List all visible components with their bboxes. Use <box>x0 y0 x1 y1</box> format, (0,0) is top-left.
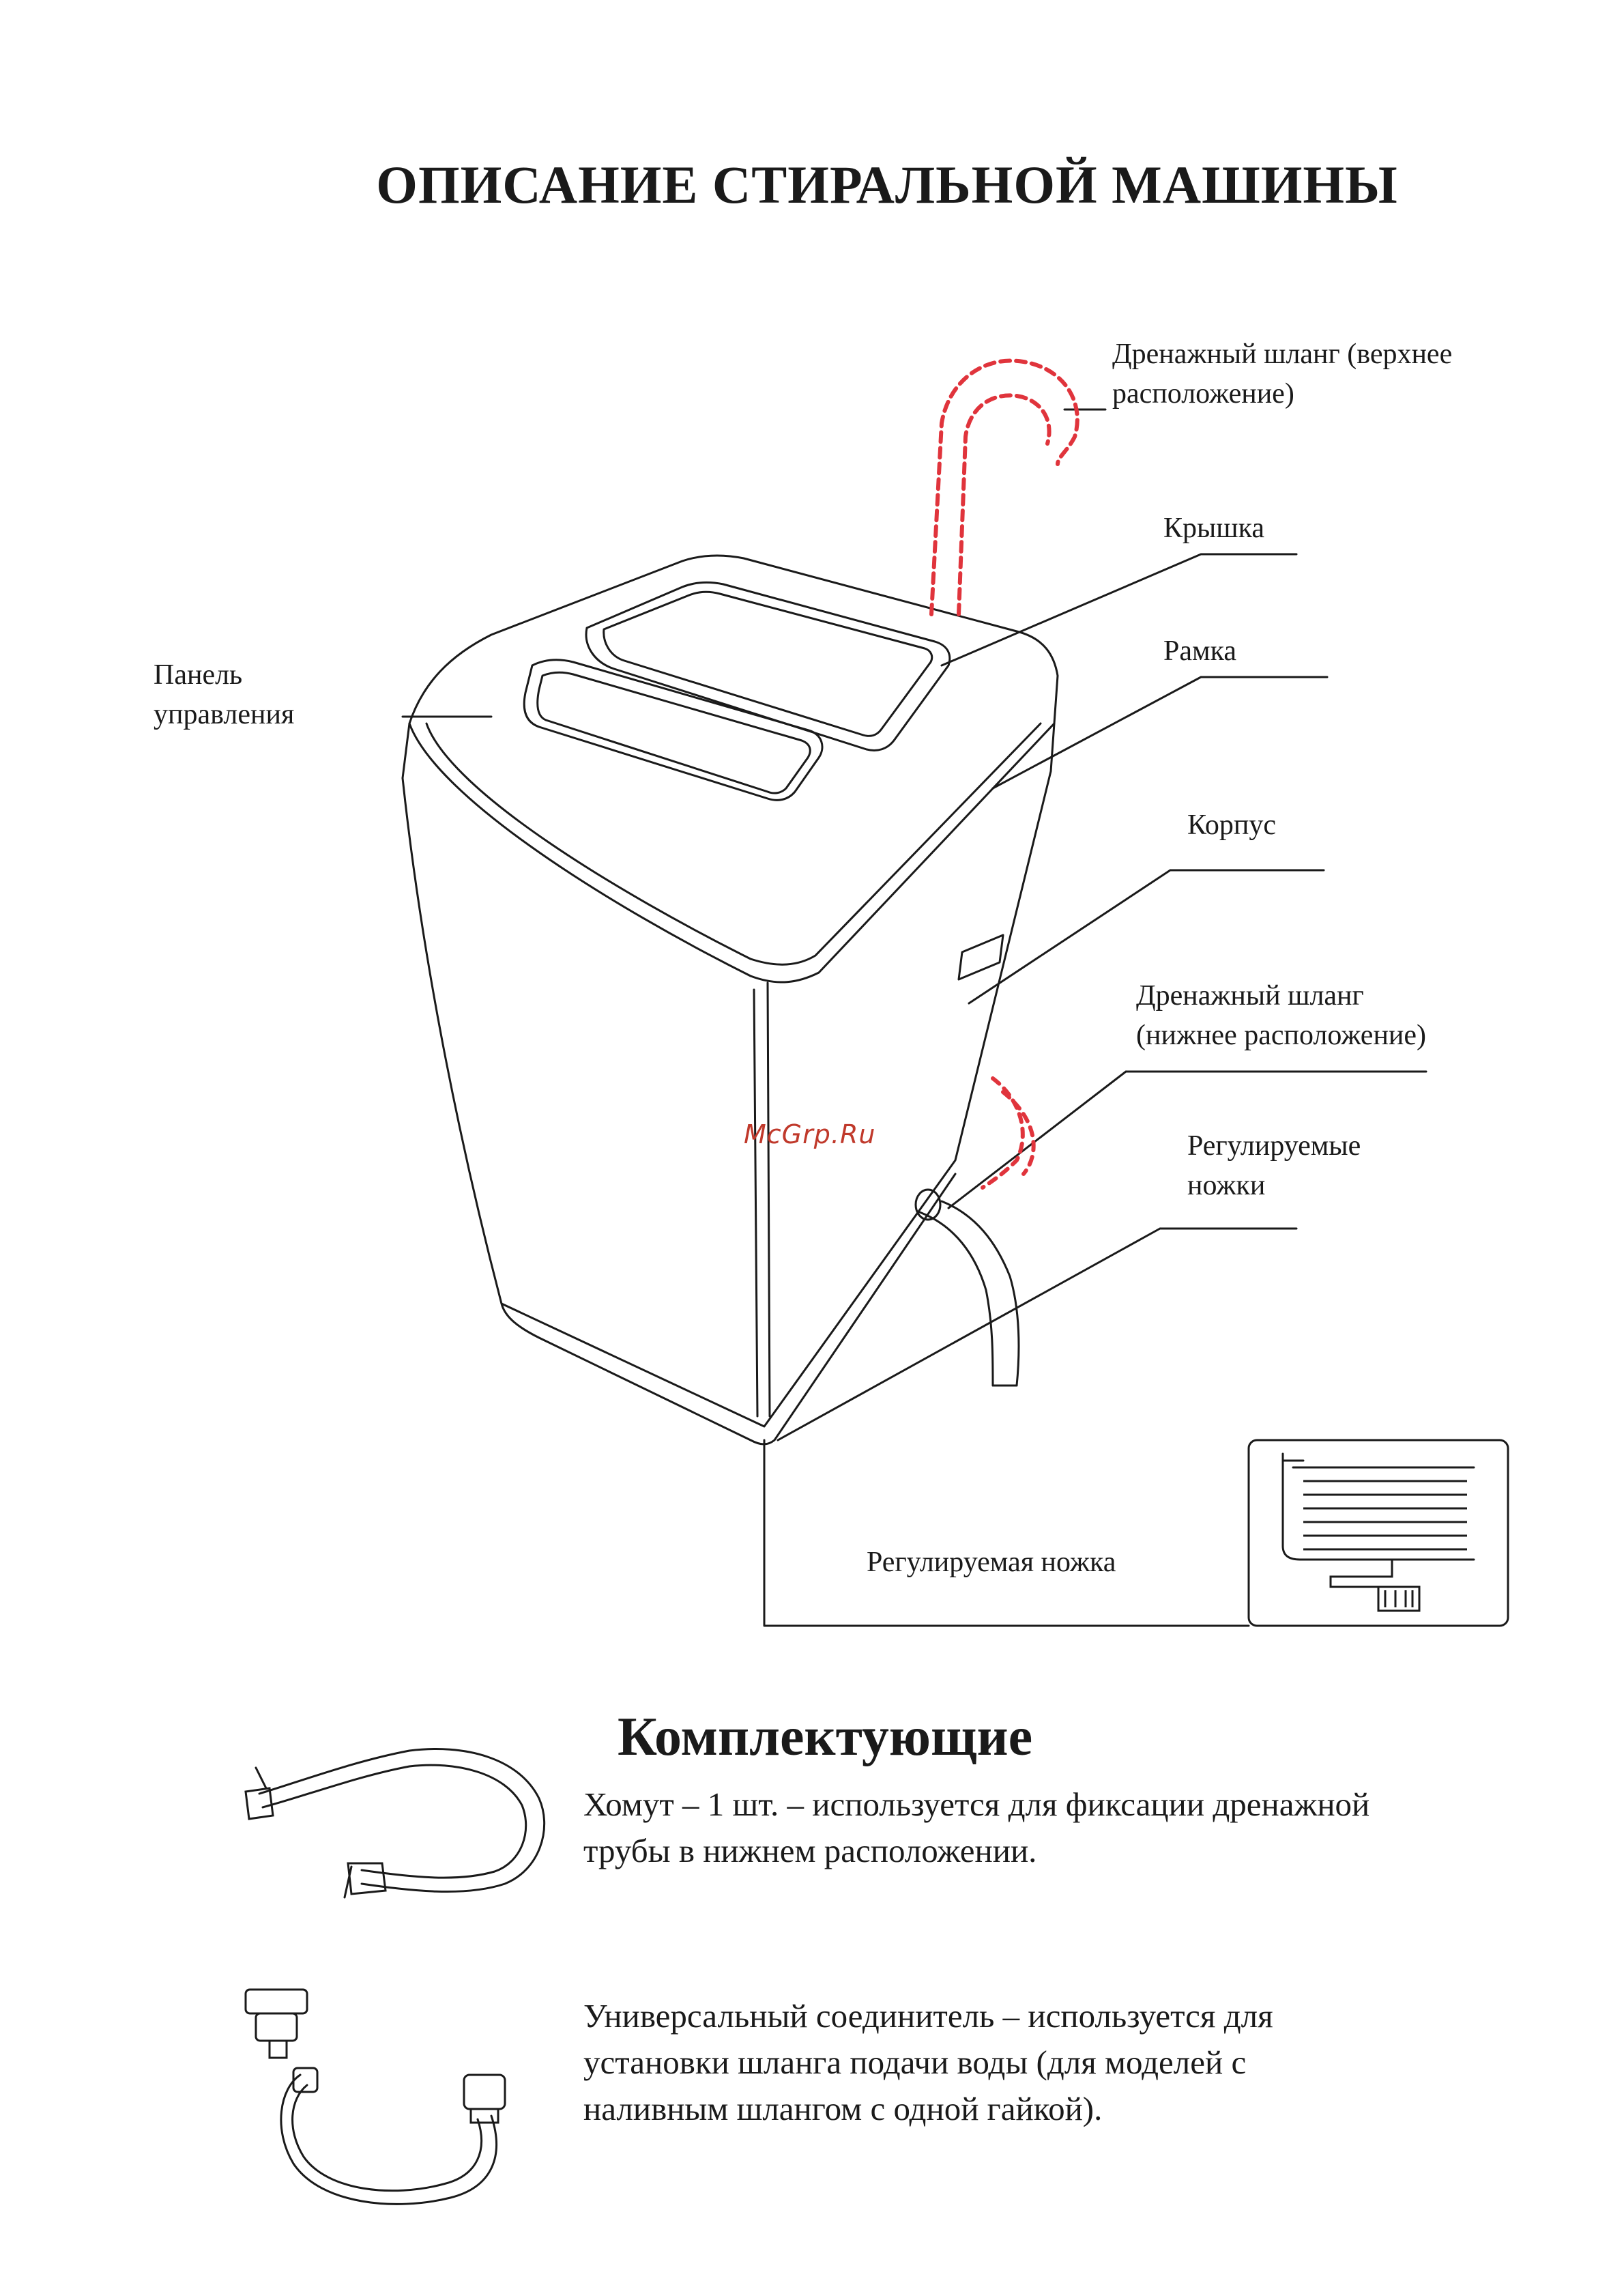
accessories-title: Комплектующие <box>618 1707 1033 1767</box>
machine-body <box>401 722 411 779</box>
label-drain-hose-upper: Дренажный шланг (верхнее расположение) <box>1112 339 1453 410</box>
drain-hose-upper <box>929 358 1079 616</box>
drain-hose-lower <box>916 1200 1020 1387</box>
label-drain-hose-lower: Дренажный шланг (нижнее расположение) <box>1136 980 1427 1051</box>
control-panel-recess <box>523 659 824 801</box>
page-title: ОПИСАНИЕ СТИРАЛЬНОЙ МАШИНЫ <box>376 155 1398 214</box>
drain-hose-lower-dashed <box>981 1076 1025 1190</box>
label-adjustable-legs: Регулируемые ножки <box>1187 1130 1361 1201</box>
universal-connector-icon <box>244 1988 506 2205</box>
watermark: McGrp.Ru <box>744 1119 876 1149</box>
label-frame: Рамка <box>1163 635 1236 667</box>
machine-top <box>408 554 1059 725</box>
label-control-panel: Панель управления <box>154 659 295 730</box>
label-lid: Крышка <box>1163 513 1264 544</box>
label-body: Корпус <box>1187 809 1277 841</box>
accessory-clamp-text: Хомут – 1 шт. – используется для фиксаци… <box>583 1785 1370 1869</box>
adjustable-leg-inset <box>1247 1439 1509 1627</box>
hose-clamp-icon <box>244 1748 546 1899</box>
accessory-connector-text: Универсальный соединитель – используется… <box>583 1997 1273 2127</box>
label-adjustable-leg: Регулируемая ножка <box>867 1547 1116 1578</box>
lid-window <box>585 581 951 751</box>
side-handle <box>957 934 1004 981</box>
